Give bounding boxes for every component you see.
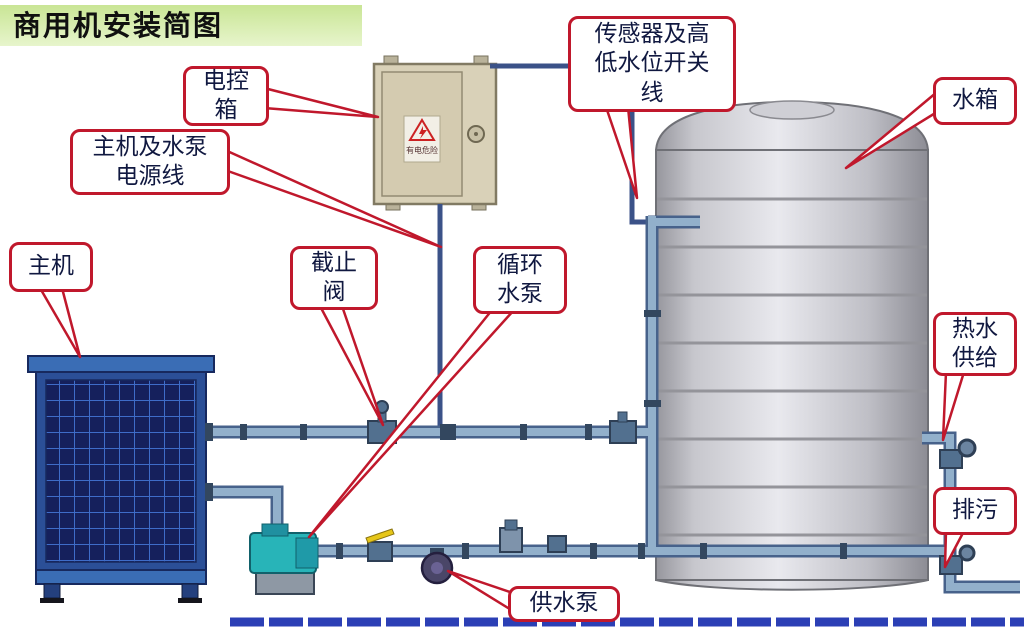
circulation-pump-graphic [249,523,319,595]
warning-sticker-text: 有电危险 [406,145,438,155]
heat-pump-graphic [27,355,215,603]
pipe-flanges [205,310,847,559]
callout-tail-control-box [262,86,380,119]
heat-pump-foot [178,598,202,603]
callout-tail-supply-pump [446,569,515,613]
callout-control-box: 电控 箱 [183,66,269,126]
valves-and-pumps [249,400,977,595]
check-valve-graphic [499,519,523,553]
heat-pump-leg [43,583,61,599]
callout-hot-water-supply-label: 热水 供给 [952,315,998,371]
heat-pump-leg [181,583,199,599]
tank-inlet-valve-graphic [609,411,637,444]
callout-circulation-pump-label: 循环 水泵 [497,251,543,307]
callout-tail-main-unit [38,286,82,359]
warning-triangle-icon [408,118,436,141]
hot-water-valve-graphic [939,438,977,469]
callout-water-tank-label: 水箱 [952,87,998,114]
callout-drain: 排污 [933,487,1017,535]
tank-body [655,149,929,581]
control-box-graphic: 有电危险 [372,55,498,211]
control-box-lock-dot [474,132,478,136]
callout-hot-water-supply: 热水 供给 [933,312,1017,376]
supply-pump-graphic [420,548,454,585]
heat-pump-top-rail [27,355,215,373]
callout-control-box-label: 电控 箱 [203,67,249,123]
tank-band-lines [657,197,927,537]
callout-main-unit: 主机 [9,242,93,292]
diagram-title: 商用机安装简图 [0,5,362,46]
callout-main-unit-label: 主机 [28,253,74,280]
callout-sensor-cable: 传感器及高 低水位开关 线 [568,16,736,112]
callout-water-tank: 水箱 [933,77,1017,125]
callout-drain-label: 排污 [952,497,998,524]
heat-pump-coil-grid [45,379,197,563]
callout-circulation-pump: 循环 水泵 [473,246,567,314]
pump-inlet-pipe [205,488,281,537]
small-valve-graphic [547,535,567,553]
callout-supply-pump-label: 供水泵 [529,590,599,617]
yellow-ball-valve-graphic [365,528,395,562]
lightning-bolt-icon [419,126,427,139]
pipes [205,215,1020,594]
callout-stop-valve-label: 截止 阀 [311,249,357,305]
heat-pump-base [35,569,207,585]
callout-sensor-cable-label: 传感器及高 低水位开关 线 [594,20,710,106]
water-tank-graphic [655,100,929,591]
callout-power-cable-label: 主机及水泵 电源线 [92,133,208,189]
tank-bottom [655,579,929,591]
callout-tail-stop-valve [318,304,385,427]
tank-lid [749,100,835,120]
heat-pump-foot [40,598,64,603]
callout-power-cable: 主机及水泵 电源线 [70,129,230,195]
callout-stop-valve: 截止 阀 [290,246,378,310]
callout-tail-hot-water [941,370,966,442]
callout-supply-pump: 供水泵 [508,586,620,622]
drain-valve-graphic [939,544,976,575]
